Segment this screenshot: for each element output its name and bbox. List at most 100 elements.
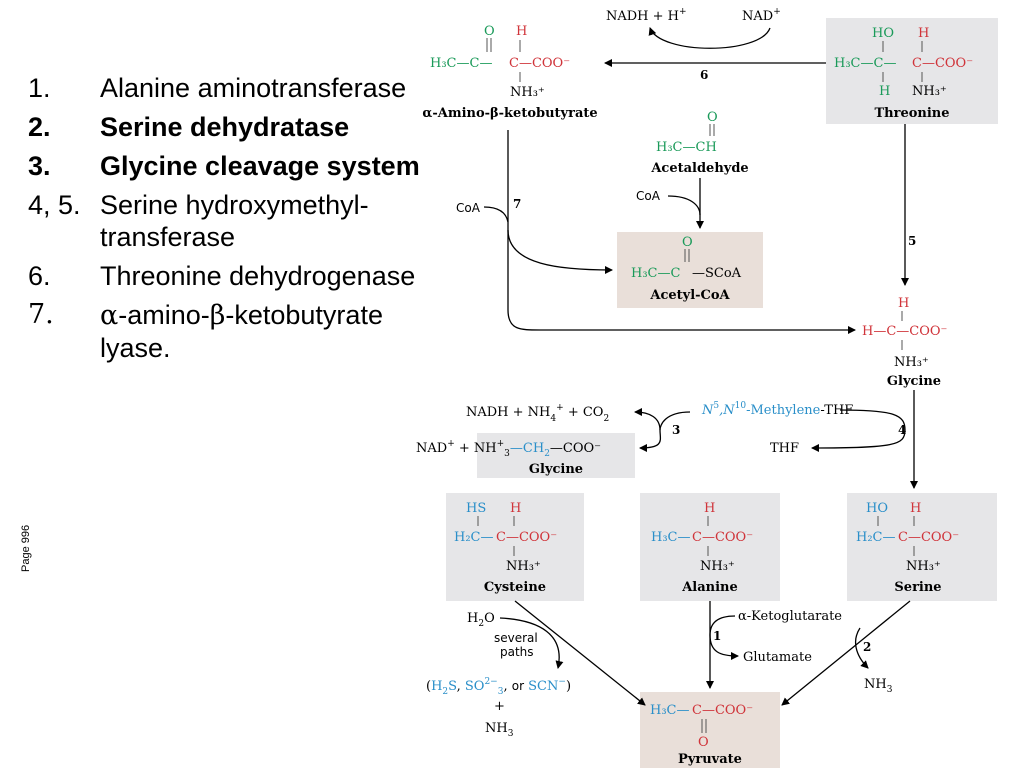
legend-item-2: 2. Serine dehydratase — [28, 111, 443, 143]
svg-text:O: O — [682, 235, 693, 250]
legend-text-part: -amino- — [118, 300, 210, 330]
svg-text:H₃C—: H₃C— — [650, 703, 690, 718]
acetaldehyde-structure: O H₃C—CH Acetaldehyde — [650, 110, 748, 176]
paths-label: paths — [500, 645, 534, 659]
glycine-structure: H H—C—COO⁻ NH₃⁺ Glycine — [862, 296, 947, 389]
svg-text:H: H — [704, 501, 715, 516]
cysteine-label: Cysteine — [484, 580, 546, 595]
svg-text:C—COO⁻: C—COO⁻ — [898, 530, 959, 545]
nad-label: NAD+ — [742, 7, 781, 24]
svg-text:O: O — [707, 110, 718, 125]
legend-text: α-amino-β-ketobutyrate lyase. — [100, 299, 443, 364]
legend-item-1: 1. Alanine aminotransferase — [28, 72, 443, 104]
alanine-structure: H H₃C— C—COO⁻ NH₃⁺ Alanine — [651, 501, 753, 595]
legend-number: 1. — [28, 73, 51, 103]
legend-text: Serine dehydratase — [100, 112, 350, 142]
nadh-nh4-co2-label: NADH + NH4+ + CO2 — [466, 403, 609, 424]
svg-text:C—COO⁻: C—COO⁻ — [912, 56, 973, 71]
legend-text-part: -ketobutyrate lyase. — [100, 300, 383, 363]
nh3-serine-label: NH3 — [864, 677, 893, 695]
several-label: several — [494, 631, 538, 645]
nh3-cysteine-label: NH3 — [485, 721, 514, 739]
legend-number: 7. — [28, 299, 54, 330]
reaction-number-4: 4 — [898, 423, 906, 437]
glutamate-label: Glutamate — [743, 650, 812, 665]
svg-text:NH₃⁺: NH₃⁺ — [700, 559, 735, 574]
svg-text:H₃C—C—: H₃C—C— — [430, 56, 492, 71]
acetyl-coa-box — [617, 232, 763, 308]
acetyl-coa-structure: O H₃C—C —SCoA Acetyl-CoA — [631, 235, 742, 303]
svg-text:H₃C—CH: H₃C—CH — [656, 140, 717, 155]
svg-text:NH₃⁺: NH₃⁺ — [894, 355, 929, 370]
svg-text:C—COO⁻: C—COO⁻ — [509, 56, 570, 71]
threonine-structure: HO H H₃C—C— C—COO⁻ H NH₃⁺ Threonine — [834, 26, 973, 121]
svg-text:H₃C—C: H₃C—C — [631, 266, 680, 281]
svg-text:H₂C—: H₂C— — [856, 530, 896, 545]
plus-sign: + — [494, 699, 505, 714]
amino-ketobutyrate-label: α-Amino-β-ketobutyrate — [422, 106, 597, 121]
legend-item-6: 6. Threonine dehydrogenase — [28, 260, 443, 292]
legend-number: 3. — [28, 151, 51, 181]
nad-cycle-arrow — [648, 27, 771, 49]
nad-plus-label: NAD+ + NH+3—CH2—COO⁻ — [416, 439, 601, 459]
reaction-3-arrow-up — [634, 408, 661, 431]
pyruvate-structure: H₃C— C—COO⁻ O Pyruvate — [650, 703, 753, 767]
reaction-7-arrow-acetylcoa — [507, 130, 613, 274]
svg-text:H: H — [898, 296, 909, 311]
alpha-ketoglutarate-label: α-Ketoglutarate — [738, 609, 842, 624]
cysteine-box — [446, 493, 584, 601]
svg-text:H: H — [516, 24, 527, 39]
glycine-product-label: Glycine — [529, 462, 583, 477]
legend-item-3: 3. Glycine cleavage system — [28, 150, 443, 182]
svg-text:HO: HO — [866, 501, 888, 516]
thf-label: THF — [770, 441, 799, 456]
alpha-symbol: α — [100, 300, 119, 331]
glycine-label: Glycine — [887, 374, 941, 389]
alanine-box — [640, 493, 780, 601]
svg-text:—SCoA: —SCoA — [692, 266, 742, 281]
pyruvate-box — [640, 692, 780, 768]
svg-text:H—C—COO⁻: H—C—COO⁻ — [862, 324, 947, 339]
legend-number: 4, 5. — [28, 190, 81, 220]
nh3-serine-arrow — [854, 627, 869, 669]
reaction-7-arrow-glycine — [507, 230, 856, 334]
h2o-label: H2O — [467, 611, 495, 629]
cysteine-structure: HS H H₂C— C—COO⁻ NH₃⁺ Cysteine — [454, 501, 557, 595]
reaction-3-arrow-down — [639, 411, 691, 452]
svg-text:NH₃⁺: NH₃⁺ — [510, 85, 545, 100]
legend-item-7: 7. α-amino-β-ketobutyrate lyase. — [28, 299, 443, 364]
coa-entry-7 — [483, 206, 509, 223]
svg-text:C—COO⁻: C—COO⁻ — [692, 530, 753, 545]
reaction-number-6: 6 — [700, 68, 708, 82]
svg-text:H: H — [510, 501, 521, 516]
reaction-number-3: 3 — [672, 423, 680, 437]
serine-label: Serine — [894, 580, 941, 595]
amino-ketobutyrate-structure: O H H₃C—C— C—COO⁻ NH₃⁺ α-Amino-β-ketobut… — [422, 24, 597, 121]
reaction-4-thf-arrow — [811, 409, 906, 452]
svg-text:H: H — [879, 84, 890, 99]
reaction-2-arrow — [781, 600, 911, 706]
glycine-product-box — [477, 433, 635, 478]
serine-box — [847, 493, 997, 601]
enzyme-legend: 1. Alanine aminotransferase 2. Serine de… — [28, 72, 443, 371]
svg-text:H: H — [910, 501, 921, 516]
legend-text: Serine hydroxymethyl-transferase — [100, 190, 369, 252]
svg-text:O: O — [484, 24, 495, 39]
glutamate-arrow — [709, 615, 739, 660]
acetaldehyde-label: Acetaldehyde — [650, 161, 748, 176]
svg-text:C—COO⁻: C—COO⁻ — [496, 530, 557, 545]
reaction-number-2: 2 — [863, 640, 871, 654]
reaction-number-7: 7 — [513, 197, 521, 211]
svg-text:C—COO⁻: C—COO⁻ — [692, 703, 753, 718]
coa-label-1: CoA — [636, 189, 661, 203]
svg-text:H₃C—: H₃C— — [651, 530, 691, 545]
reaction-number-1: 1 — [713, 629, 721, 643]
threonine-box — [826, 18, 998, 124]
svg-text:H: H — [918, 26, 929, 41]
svg-text:NH₃⁺: NH₃⁺ — [912, 84, 947, 99]
acetyl-coa-label: Acetyl-CoA — [649, 288, 730, 303]
svg-text:NH₃⁺: NH₃⁺ — [506, 559, 541, 574]
legend-text: Glycine cleavage system — [100, 151, 420, 181]
legend-number: 2. — [28, 112, 51, 142]
